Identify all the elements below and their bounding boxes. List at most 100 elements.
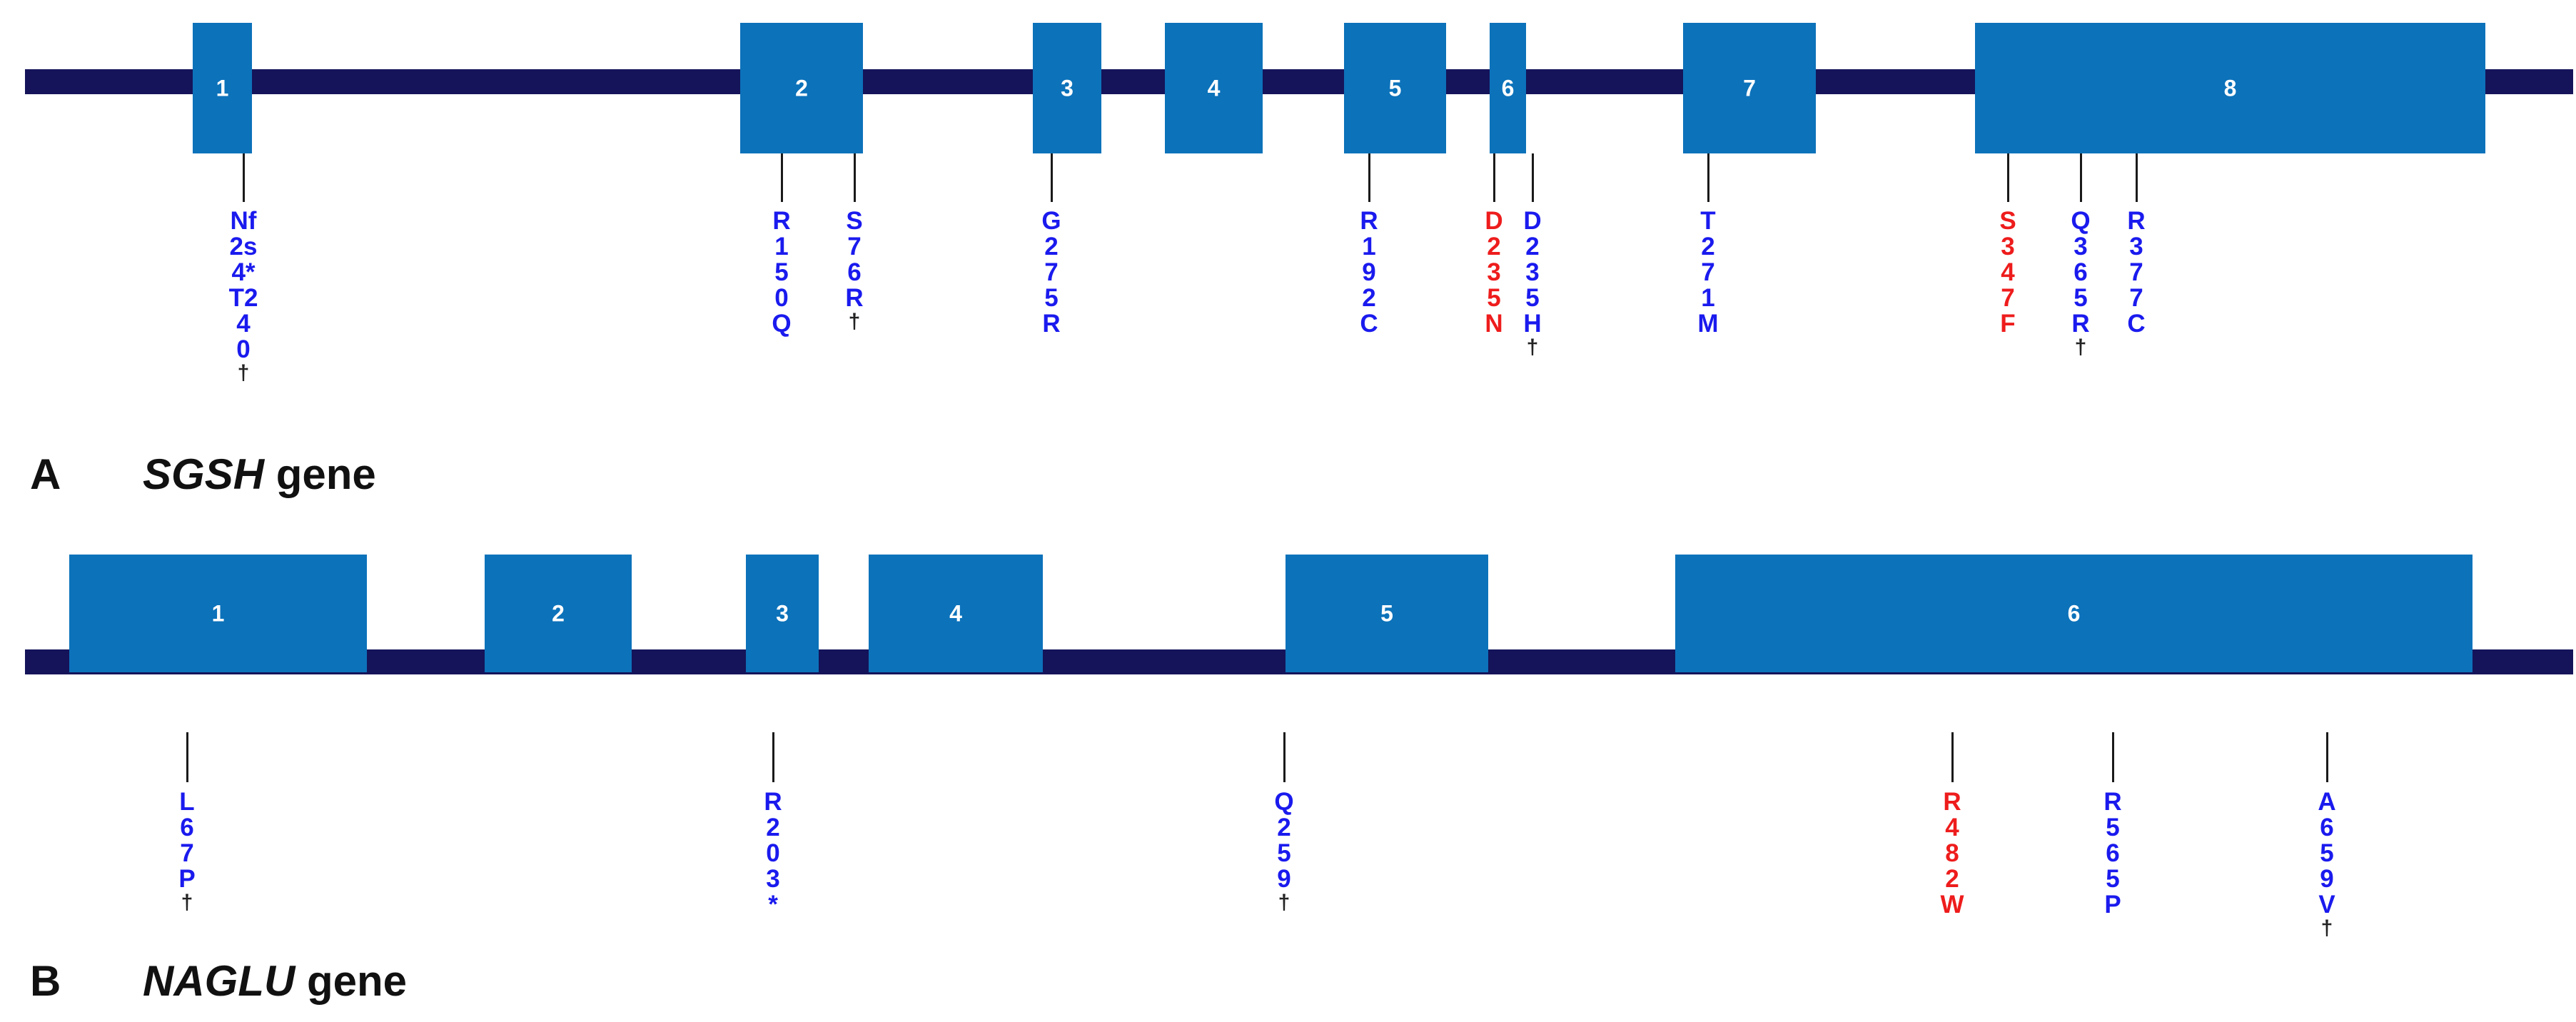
mutation-char: S xyxy=(846,207,863,235)
mutation-char: D xyxy=(1523,207,1542,235)
mutation-char: 7 xyxy=(1044,258,1059,286)
mutation-tick xyxy=(1532,153,1534,202)
gene-title: SGSH gene xyxy=(143,450,376,499)
panel-label: B xyxy=(30,957,61,1005)
mutation-char: G xyxy=(1041,207,1061,235)
mutation-char: 7 xyxy=(2129,258,2143,286)
mutation-tick xyxy=(243,153,245,202)
mutation-char: Nf xyxy=(230,207,257,235)
mutation-char: C xyxy=(2127,310,2146,338)
mutation-tick xyxy=(1283,732,1286,782)
exon-1: 1 xyxy=(193,23,252,153)
dagger-mark: † xyxy=(181,891,193,914)
mutation-tick xyxy=(854,153,856,202)
exon-4: 4 xyxy=(869,555,1043,672)
mutation-char: P xyxy=(2104,891,2121,919)
mutation-char: 6 xyxy=(2074,258,2088,286)
mutation-char: 3 xyxy=(2074,233,2088,260)
mutation-char: 2 xyxy=(1701,233,1715,260)
gene-suffix: gene xyxy=(276,450,376,498)
mutation-char: 9 xyxy=(1362,258,1376,286)
gene-symbol: NAGLU xyxy=(143,957,296,1005)
mutation-char: 4 xyxy=(2001,258,2015,286)
exon-number: 1 xyxy=(211,600,225,626)
mutation-char: P xyxy=(178,865,196,893)
exon-number: 4 xyxy=(1207,75,1221,101)
mutation-char: 7 xyxy=(2129,284,2143,312)
mutation-char: Q xyxy=(772,310,792,338)
mutation-char: 6 xyxy=(847,258,862,286)
exon-6: 6 xyxy=(1490,23,1526,153)
mutation-char: T xyxy=(1700,207,1716,235)
mutation-char: 1 xyxy=(774,233,789,260)
mutation-char: Q xyxy=(2071,207,2091,235)
mutation-char: A xyxy=(2318,788,2336,816)
mutation-char: N xyxy=(1485,310,1503,338)
mutation-char: 5 xyxy=(1044,284,1059,312)
mutation-char: V xyxy=(2318,891,2335,919)
exon-3: 3 xyxy=(746,555,819,672)
mutation-tick xyxy=(772,732,774,782)
mutation-char: R xyxy=(764,788,782,816)
mutation-char: L xyxy=(179,788,195,816)
mutation-char: 3 xyxy=(2129,233,2143,260)
mutation-char: W xyxy=(1940,891,1964,919)
exon-8: 8 xyxy=(1975,23,2485,153)
mutation-tick xyxy=(1707,153,1709,202)
mutation-char: 4 xyxy=(1945,814,1959,841)
mutation-char: R xyxy=(1943,788,1961,816)
exon-4: 4 xyxy=(1165,23,1263,153)
mutation-char: 5 xyxy=(2106,865,2120,893)
mutation-char: 7 xyxy=(847,233,862,260)
mutation-char: 1 xyxy=(1362,233,1376,260)
exon-number: 7 xyxy=(1743,75,1756,101)
exon-2: 2 xyxy=(740,23,863,153)
mutation-char: M xyxy=(1697,310,1719,338)
mutation-char: 0 xyxy=(774,284,789,312)
mutation-char: 2s xyxy=(229,233,258,260)
exon-number: 6 xyxy=(2067,600,2081,626)
mutation-char: R xyxy=(1360,207,1378,235)
mutation-tick xyxy=(1951,732,1954,782)
exon-7: 7 xyxy=(1683,23,1816,153)
dagger-mark: † xyxy=(848,310,861,333)
mutation-char: 5 xyxy=(1525,284,1540,312)
exon-number: 8 xyxy=(2223,75,2237,101)
mutation-char: 2 xyxy=(1277,814,1291,841)
mutation-tick xyxy=(1051,153,1053,202)
mutation-char: R xyxy=(2103,788,2122,816)
mutation-char: 5 xyxy=(1487,284,1501,312)
mutation-char: 9 xyxy=(2320,865,2334,893)
mutation-char: R xyxy=(2071,310,2090,338)
gene-title: NAGLU gene xyxy=(143,956,407,1006)
mutation-char: R xyxy=(1042,310,1061,338)
mutation-tick xyxy=(2080,153,2082,202)
panel-label: A xyxy=(30,450,61,498)
gene-symbol: SGSH xyxy=(143,450,265,498)
exon-number: 5 xyxy=(1380,600,1393,626)
exon-number: 4 xyxy=(949,600,962,626)
mutation-char: 9 xyxy=(1277,865,1291,893)
mutation-char: D xyxy=(1485,207,1503,235)
mutation-char: 7 xyxy=(2001,284,2015,312)
mutation-char: 5 xyxy=(774,258,789,286)
mutation-char: T2 xyxy=(228,284,258,312)
gene-suffix: gene xyxy=(306,957,408,1005)
mutation-char: 7 xyxy=(1701,258,1715,286)
mutation-char: 2 xyxy=(1044,233,1059,260)
mutation-char: R xyxy=(845,284,864,312)
mutation-char: 6 xyxy=(180,814,194,841)
mutation-char: 3 xyxy=(1525,258,1540,286)
